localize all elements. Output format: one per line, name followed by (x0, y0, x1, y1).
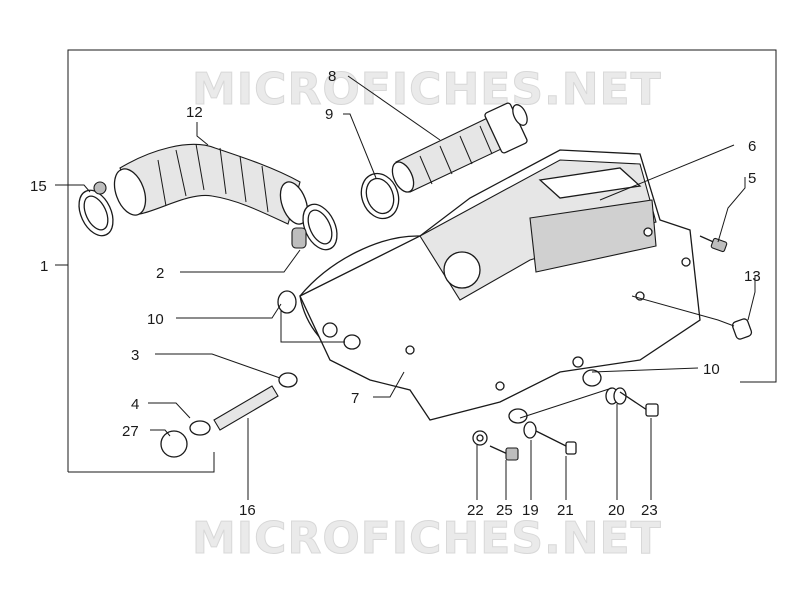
callout-6: 6 (748, 138, 756, 155)
leader-lines (55, 75, 756, 500)
hose-clamp-left (78, 181, 114, 237)
air-box-housing (299, 149, 701, 421)
pipe-16 (213, 385, 279, 431)
washer-20 (605, 387, 627, 405)
clamp-4 (189, 420, 211, 436)
watermark-top: MICROFICHES.NET (192, 64, 662, 115)
callout-27: 27 (122, 423, 139, 440)
callout-10-upper: 10 (147, 311, 164, 328)
callout-2: 2 (156, 265, 164, 282)
callout-19: 19 (522, 502, 539, 519)
assembly-frame (67, 49, 777, 473)
callout-22: 22 (467, 502, 484, 519)
filter-element (391, 102, 528, 193)
callout-1: 1 (40, 258, 48, 275)
screw-5 (699, 235, 728, 253)
callout-8: 8 (328, 68, 336, 85)
washer-22 (472, 430, 488, 446)
callout-3: 3 (131, 347, 139, 364)
plug-13 (731, 318, 753, 340)
callout-13: 13 (744, 268, 761, 285)
callout-5: 5 (748, 170, 756, 187)
callout-labels: 1 2 3 4 5 6 7 8 9 10 10 12 13 15 16 19 2… (30, 68, 761, 519)
hose-clamp-right (291, 203, 338, 251)
intake-hose (113, 143, 309, 225)
callout-10-lower: 10 (703, 361, 720, 378)
callout-12: 12 (186, 104, 203, 121)
clamp-3 (278, 372, 298, 388)
callout-4: 4 (131, 396, 139, 413)
callout-15: 15 (30, 178, 47, 195)
bushing (343, 334, 361, 350)
callout-21: 21 (557, 502, 574, 519)
watermark-bottom: MICROFICHES.NET (192, 513, 662, 564)
callout-20: 20 (608, 502, 625, 519)
callout-25: 25 (496, 502, 513, 519)
spacer-10-upper (277, 290, 297, 314)
callout-16: 16 (239, 502, 256, 519)
spacer-10-lower (582, 369, 602, 387)
callout-23: 23 (641, 502, 658, 519)
screw-25 (489, 445, 519, 461)
bolt-23 (619, 391, 659, 417)
block-bottom (508, 408, 528, 424)
callout-7: 7 (351, 390, 359, 407)
bolt-21 (523, 421, 577, 455)
callout-9: 9 (325, 106, 333, 123)
band-clamp (360, 172, 400, 220)
cap-27 (160, 430, 188, 458)
